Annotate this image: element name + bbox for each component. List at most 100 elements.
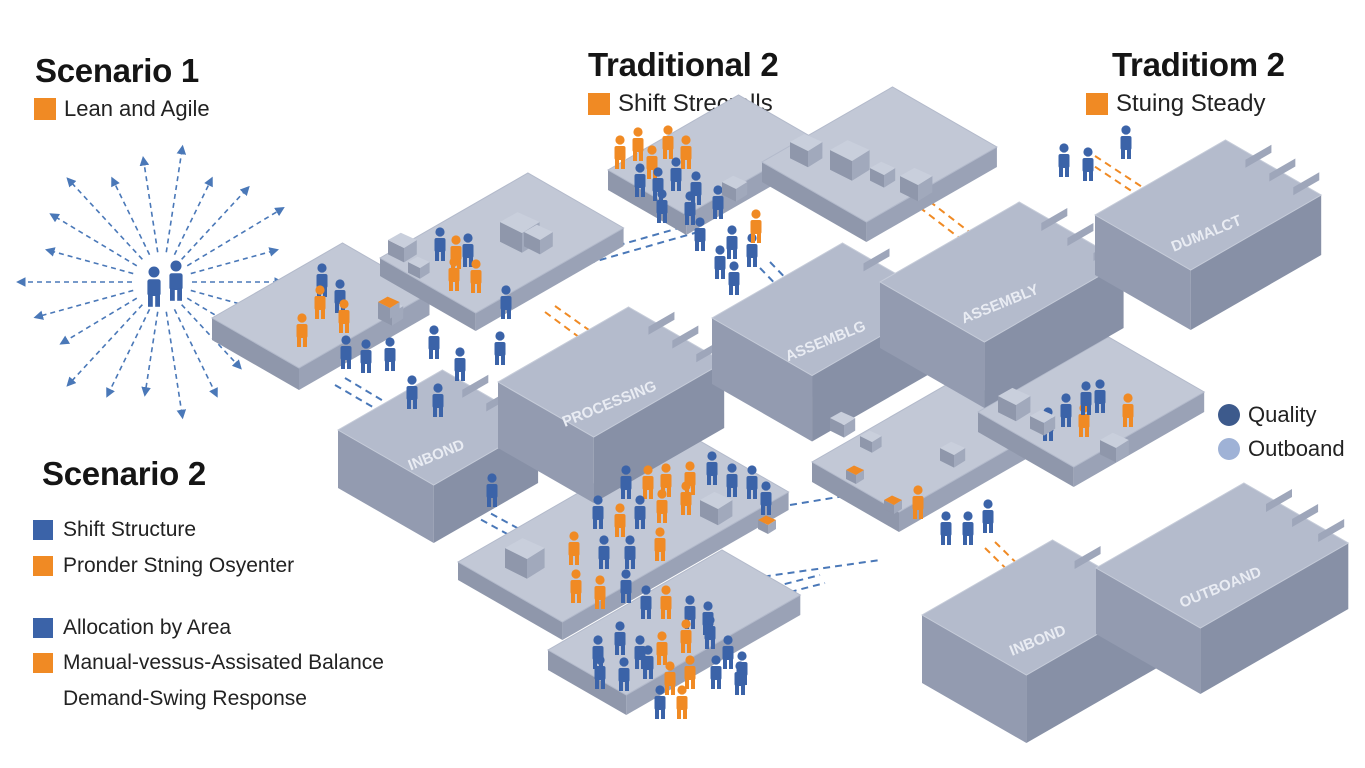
blue-swatch	[33, 618, 53, 638]
worker-body	[714, 256, 726, 270]
agile-arrow	[165, 144, 187, 253]
worker-blue	[726, 463, 738, 497]
scenario2-item-label: Allocation by Area	[63, 616, 232, 639]
worker-leg	[635, 519, 639, 529]
worker-leg	[667, 487, 671, 497]
worker-head	[737, 651, 747, 661]
equipment	[860, 430, 882, 453]
worker-blue	[462, 233, 474, 267]
worker-leg	[721, 269, 725, 279]
worker-blue	[710, 655, 722, 689]
worker-head	[317, 263, 327, 273]
scenario1-title: Scenario 1	[35, 52, 199, 89]
scenario1-legend-label: Lean and Agile	[64, 96, 210, 121]
worker-body	[169, 273, 183, 290]
worker-body	[684, 606, 696, 620]
worker-head	[707, 451, 717, 461]
equipment-side	[918, 176, 933, 202]
equipment	[790, 133, 823, 168]
equipment-side	[390, 302, 400, 319]
worker-leg	[493, 497, 497, 507]
equipment-top	[524, 224, 553, 240]
worker-leg	[683, 709, 687, 719]
worker-blue	[670, 157, 682, 191]
worker-leg	[913, 509, 917, 519]
worker-head	[593, 635, 603, 645]
platform-side	[978, 412, 1074, 487]
worker-leg	[1043, 431, 1047, 441]
equipment-side	[856, 470, 864, 484]
worker-blue	[712, 185, 724, 219]
agile-arrow	[173, 308, 218, 398]
worker-blue	[726, 225, 738, 259]
worker-leg	[621, 645, 625, 655]
worker-leg	[457, 259, 461, 269]
worker-body	[1120, 136, 1132, 150]
equipment-top	[846, 465, 864, 475]
worker-head	[595, 655, 605, 665]
workers	[147, 125, 1134, 719]
worker-head	[983, 499, 993, 509]
scenario2-item-label: Manual-vessus-Assisated Balance	[63, 651, 384, 674]
agile-arrow	[49, 213, 138, 267]
worker-body	[646, 156, 658, 170]
worker-head	[315, 285, 325, 295]
worker-leg	[681, 643, 685, 653]
worker-blue	[684, 191, 696, 225]
worker-leg	[1079, 427, 1083, 437]
worker-blue	[406, 375, 418, 409]
worker-body	[634, 174, 646, 188]
worker-orange	[570, 569, 582, 603]
block-ridge	[1041, 207, 1068, 231]
equipment-side	[378, 302, 390, 319]
platform-side	[1073, 392, 1205, 487]
floor-platform	[760, 86, 998, 242]
worker-head	[621, 465, 631, 475]
worker-leg	[655, 551, 659, 561]
scenario2-item-label: Pronder Stning Osyenter	[63, 554, 295, 577]
worker-leg	[657, 655, 661, 665]
worker-blue	[640, 585, 652, 619]
worker-leg	[1127, 149, 1131, 159]
worker-head	[451, 235, 461, 245]
worker-leg	[599, 559, 603, 569]
worker-leg	[757, 233, 761, 243]
worker-head	[385, 337, 395, 347]
worker-leg	[315, 309, 319, 319]
worker-head	[711, 655, 721, 665]
equipment	[940, 441, 966, 468]
worker-body	[634, 646, 646, 660]
agile-arrow	[190, 247, 279, 275]
agile-arrow	[111, 176, 151, 256]
equipment-side	[954, 448, 966, 468]
worker-leg	[593, 519, 597, 529]
worker-leg	[615, 159, 619, 169]
worker-head	[635, 495, 645, 505]
worker-blue	[1058, 143, 1070, 177]
worker-head	[1059, 143, 1069, 153]
worker-leg	[501, 309, 505, 319]
equipment-top	[860, 430, 882, 442]
worker-leg	[339, 323, 343, 333]
worker-leg	[733, 249, 737, 259]
worker-blue	[634, 495, 646, 529]
worker-head	[463, 233, 473, 243]
connector-line	[759, 267, 821, 331]
worker-leg	[345, 323, 349, 333]
worker-leg	[657, 213, 661, 223]
worker-body	[618, 668, 630, 682]
worker-leg	[647, 169, 651, 179]
equipment-side	[940, 448, 954, 468]
worker-blue	[428, 325, 440, 359]
worker-body	[642, 656, 654, 670]
worker-leg	[1121, 149, 1125, 159]
worker-leg	[671, 685, 675, 695]
worker-blue	[454, 347, 466, 381]
equipment-side	[420, 262, 430, 279]
worker-body	[670, 168, 682, 182]
worker-leg	[495, 355, 499, 365]
worker-orange	[680, 481, 692, 515]
worker-orange	[614, 135, 626, 169]
worker-leg	[735, 685, 739, 695]
worker-leg	[641, 609, 645, 619]
